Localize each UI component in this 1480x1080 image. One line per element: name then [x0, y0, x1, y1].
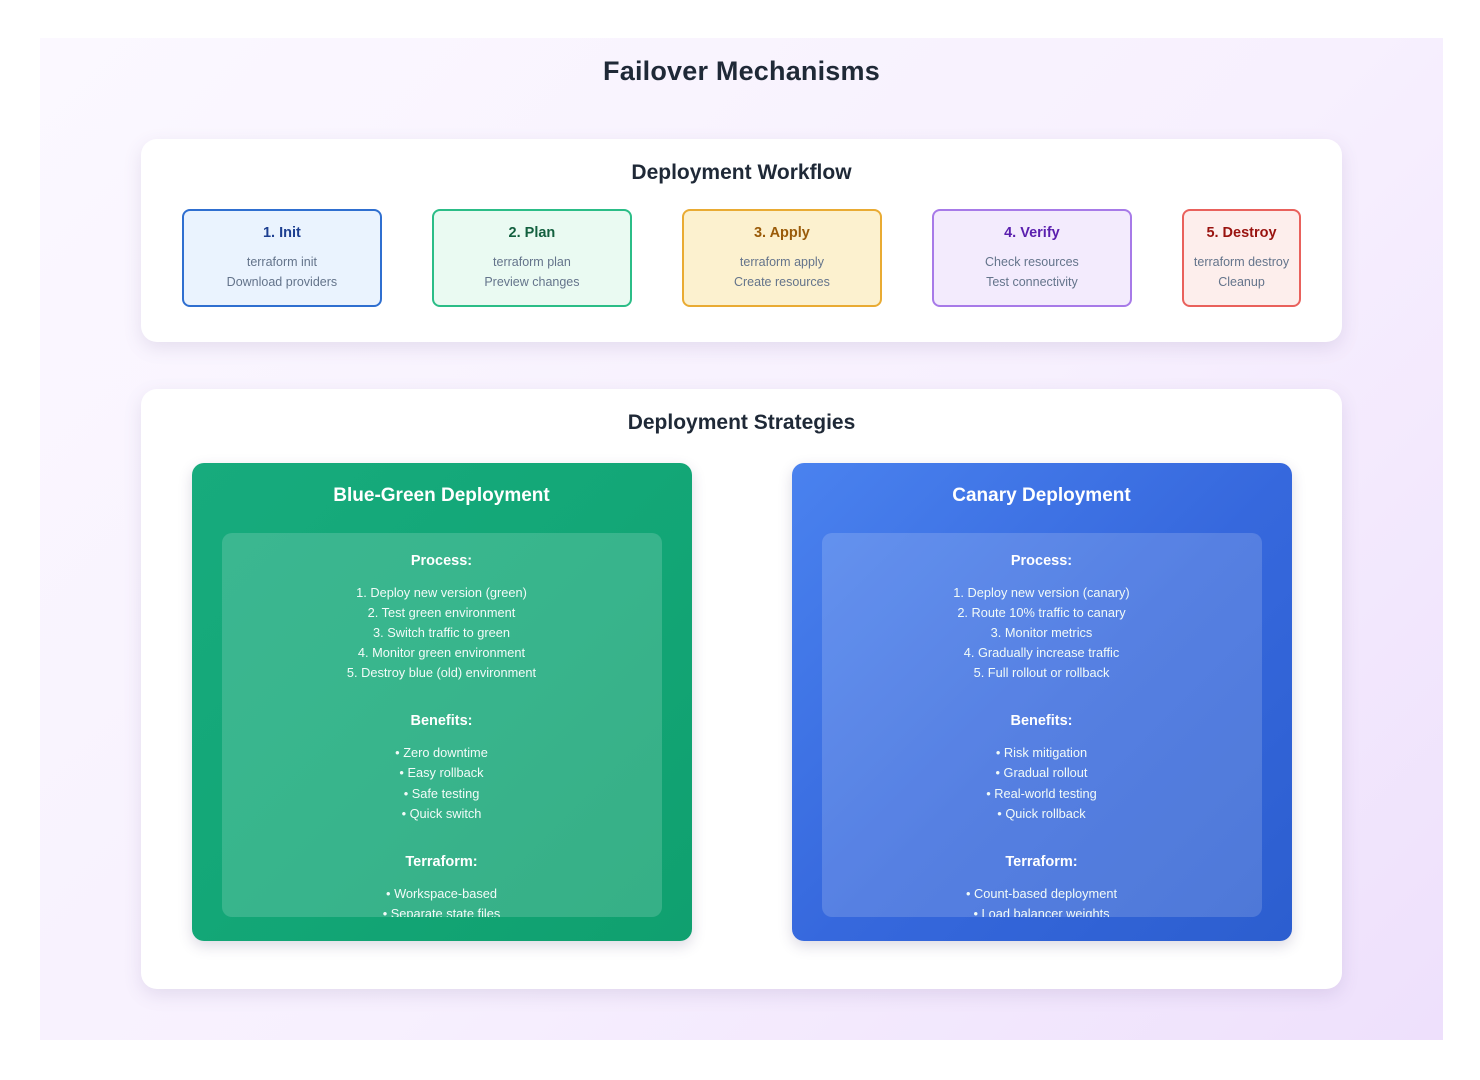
strategy-card-title: Blue-Green Deployment: [333, 485, 550, 506]
panel-item-benefits: • Risk mitigation: [995, 745, 1088, 761]
workflow-step-name: 2. Plan: [508, 225, 556, 241]
panel-item-process: 2. Test green environment: [367, 605, 516, 621]
panel-heading-benefits: Benefits:: [410, 713, 473, 730]
deployment-workflow-section: Deployment Workflow 1. Init terraform ini…: [141, 139, 1342, 342]
panel-item-terraform: • Workspace-based: [386, 885, 497, 901]
panel-item-benefits: • Easy rollback: [399, 765, 484, 781]
panel-item-process: 1. Deploy new version (canary): [953, 585, 1130, 600]
panel-item-process: 3. Monitor metrics: [990, 625, 1093, 641]
deployment-strategies-title: Deployment Strategies: [627, 411, 856, 434]
panel-heading-benefits: Benefits:: [1010, 713, 1073, 730]
panel-item-terraform: • Load balancer weights: [973, 905, 1110, 917]
panel-item-benefits: • Zero downtime: [395, 745, 488, 761]
panel-item-process: 5. Full rollout or rollback: [973, 665, 1110, 681]
workflow-step-detail: Cleanup: [1218, 274, 1265, 289]
panel-heading-terraform: Terraform:: [1005, 853, 1078, 870]
workflow-step-detail: Create resources: [733, 274, 830, 289]
workflow-step-name: 1. Init: [262, 225, 301, 241]
workflow-step-detail: Test connectivity: [986, 274, 1078, 289]
strategy-card-panel: Process: 1. Deploy new version (canary) 2.…: [821, 533, 1262, 917]
strategy-card-title: Canary Deployment: [952, 485, 1131, 506]
workflow-step-detail: terraform plan: [493, 255, 571, 269]
workflow-step-detail: Check resources: [985, 255, 1079, 269]
workflow-step-name: 4. Verify: [1004, 225, 1060, 241]
panel-item-process: 5. Destroy blue (old) environment: [346, 665, 537, 681]
panel-heading-terraform: Terraform:: [405, 853, 478, 870]
panel-item-benefits: • Real-world testing: [986, 785, 1097, 801]
workflow-step-detail: Preview changes: [484, 274, 580, 289]
panel-item-benefits: • Quick switch: [401, 805, 482, 821]
page-canvas: Failover Mechanisms Deployment Workflow …: [40, 38, 1443, 1040]
panel-item-benefits: • Gradual rollout: [995, 765, 1088, 781]
panel-item-terraform: • Count-based deployment: [965, 885, 1118, 901]
page-title: Failover Mechanisms: [603, 56, 880, 86]
panel-item-benefits: • Safe testing: [403, 785, 480, 801]
panel-heading-process: Process:: [410, 553, 473, 569]
panel-item-process: 4. Monitor green environment: [357, 645, 526, 661]
panel-item-terraform: • Separate state files: [382, 905, 501, 917]
workflow-step-detail: terraform destroy: [1193, 255, 1290, 269]
strategy-card-panel: Process: 1. Deploy new version (green) 2. …: [221, 533, 662, 917]
workflow-step-detail: terraform init: [246, 255, 317, 269]
workflow-step-name: 5. Destroy: [1206, 225, 1277, 241]
panel-item-process: 1. Deploy new version (green): [356, 585, 527, 600]
panel-item-benefits: • Quick rollback: [997, 805, 1086, 821]
workflow-step-detail: Download providers: [226, 274, 338, 289]
panel-item-process: 2. Route 10% traffic to canary: [957, 605, 1126, 621]
workflow-step-detail: terraform apply: [739, 255, 824, 269]
panel-item-process: 3. Switch traffic to green: [372, 625, 511, 641]
deployment-strategies-section: Deployment Strategies Blue-Green Deploym…: [141, 389, 1342, 989]
panel-item-process: 4. Gradually increase traffic: [963, 645, 1120, 661]
deployment-workflow-title: Deployment Workflow: [631, 161, 852, 184]
panel-heading-process: Process:: [1010, 553, 1073, 569]
workflow-step-name: 3. Apply: [753, 225, 810, 241]
